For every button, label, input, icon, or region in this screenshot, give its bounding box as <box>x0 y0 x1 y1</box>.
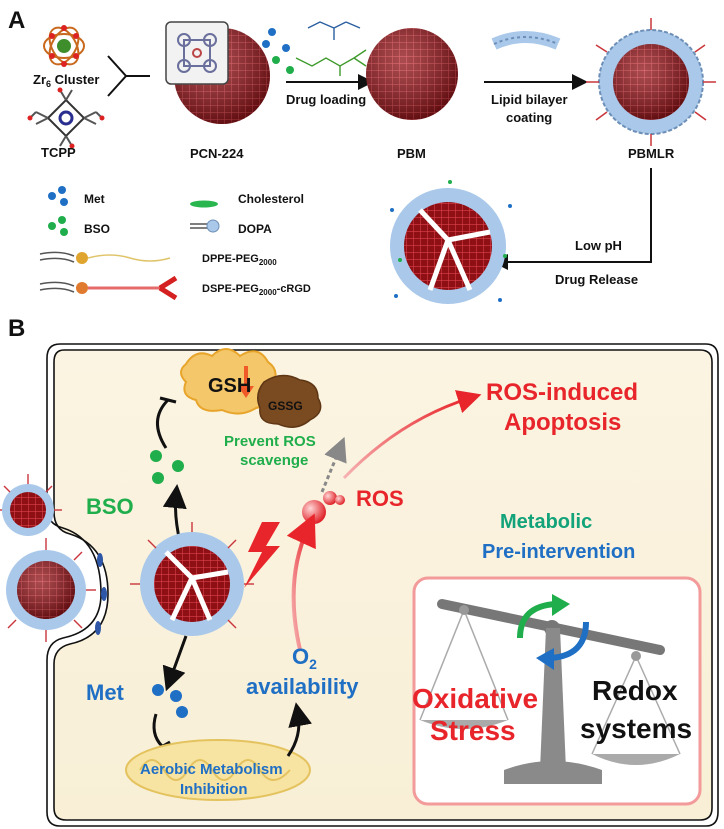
lightning-icon <box>244 522 280 588</box>
lipid-coating-label-2: coating <box>506 110 552 125</box>
mito-to-o2-arrow <box>286 702 312 757</box>
gsh-gssg-icon <box>180 348 322 428</box>
ros-apoptosis-label-1: ROS-induced <box>486 379 638 406</box>
metabolic-label-1: Metabolic <box>500 511 592 533</box>
pbmlr-particle <box>586 18 716 146</box>
inhibit-bar-gsh <box>159 396 177 404</box>
met-release-arrow <box>162 635 188 692</box>
mitochondrion-icon <box>125 739 311 801</box>
drug-loading-label: Drug loading <box>286 92 366 107</box>
zr6-cluster-label: Zr6 Cluster <box>33 72 99 89</box>
oxidative-label-1: Oxidative <box>412 683 538 714</box>
release-arrow <box>492 168 652 270</box>
bso-molecules-icon <box>150 450 184 484</box>
tcpp-molecule-icon <box>27 87 105 149</box>
pcn-224-label: PCN-224 <box>190 146 244 161</box>
metabolic-label-2: Pre-intervention <box>482 541 635 563</box>
legend: Met BSO Cholesterol DOPA DPPE-PEG2000 DS… <box>39 186 311 301</box>
lipid-bilayer-fragment <box>491 31 561 50</box>
oxidative-label-2: Stress <box>430 715 516 746</box>
balance-scale-icon <box>419 599 681 784</box>
dppe-peg-legend-icon <box>39 251 171 264</box>
o2-to-ros-arrow <box>286 513 316 651</box>
drug-release-label: Drug Release <box>555 272 638 287</box>
panel-a-label: A <box>8 7 25 34</box>
redox-label-2: systems <box>580 713 692 744</box>
redox-label-1: Redox <box>592 675 678 706</box>
met-legend-icon <box>48 186 68 206</box>
central-broken-nanoparticle <box>130 522 254 636</box>
prevent-scavenge-arrow <box>320 436 347 493</box>
pcn-224-sphere <box>165 21 270 124</box>
ros-label: ROS <box>356 486 404 511</box>
pbm-label: PBM <box>397 146 426 161</box>
lipid-coating-label-1: Lipid bilayer <box>491 92 568 107</box>
legend-dppe: DPPE-PEG2000 <box>202 253 277 267</box>
availability-label: availability <box>246 674 359 699</box>
bso-inhibit-arrow <box>156 398 170 449</box>
outside-nanoparticle-entering <box>6 538 107 642</box>
dopa-legend-icon <box>190 219 220 233</box>
legend-dopa: DOPA <box>238 222 272 236</box>
legend-cholesterol: Cholesterol <box>238 192 304 206</box>
tcpp-label: TCPP <box>41 145 76 160</box>
legend-bso: BSO <box>84 222 110 236</box>
dspe-peg-crgd-legend-icon <box>39 275 178 301</box>
cycle-arrows-icon <box>517 594 589 670</box>
aerobic-label-1: Aerobic Metabolism <box>140 761 283 778</box>
cholesterol-legend-icon <box>190 200 218 208</box>
o2-label: O2 <box>292 644 317 672</box>
aerobic-label-2: Inhibition <box>180 781 247 798</box>
bso-legend-icon <box>48 216 68 236</box>
low-ph-label: Low pH <box>575 238 622 253</box>
panel-b-label: B <box>8 315 25 342</box>
merge-arrow <box>107 55 150 97</box>
ros-apoptosis-label-2: Apoptosis <box>504 409 621 436</box>
drug-molecules-icon <box>262 21 367 76</box>
gsh-label: GSH <box>208 375 251 397</box>
legend-dspe: DSPE-PEG2000-cRGD <box>202 283 311 297</box>
bso-label: BSO <box>86 494 134 519</box>
met-label: Met <box>86 680 125 705</box>
prevent-ros-label-1: Prevent ROS <box>224 433 316 450</box>
prevent-ros-label-2: scavenge <box>240 452 308 469</box>
met-molecules-icon <box>152 684 188 718</box>
apoptosis-arrow <box>342 390 482 480</box>
outside-nanoparticle-top <box>0 474 62 536</box>
gssg-label: GSSG <box>268 399 303 413</box>
pbm-sphere <box>366 28 458 120</box>
met-inhibit-arrow <box>152 713 164 748</box>
zr6-cluster-icon <box>43 25 85 67</box>
pbmlr-label: PBMLR <box>628 146 675 161</box>
broken-particle-release <box>390 180 512 304</box>
legend-met: Met <box>84 192 105 206</box>
